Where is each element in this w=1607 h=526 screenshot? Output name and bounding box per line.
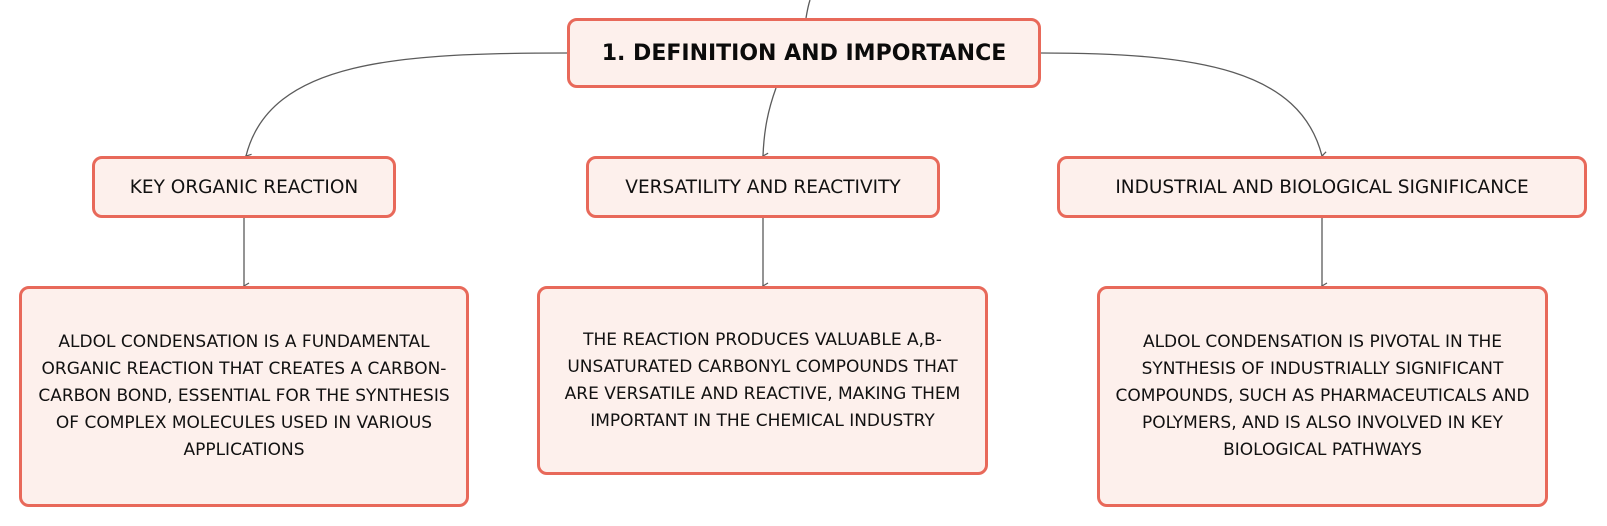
description-text: ALDOL CONDENSATION IS A FUNDAMENTAL ORGA…: [38, 332, 450, 460]
branch-node-industrial-and-biological-significance[interactable]: INDUSTRIAL AND BIOLOGICAL SIGNIFICANCE: [1057, 156, 1587, 218]
description-node-industrial-and-biological-significance[interactable]: ALDOL CONDENSATION IS PIVOTAL IN THE SYN…: [1097, 286, 1548, 507]
branch-node-key-organic-reaction[interactable]: KEY ORGANIC REACTION: [92, 156, 396, 218]
description-text: ALDOL CONDENSATION IS PIVOTAL IN THE SYN…: [1115, 332, 1530, 460]
connector-root-to-key: [244, 52, 568, 161]
connector-root-to-versatility: [761, 87, 777, 160]
root-node[interactable]: 1. DEFINITION AND IMPORTANCE: [567, 18, 1041, 88]
description-node-key-organic-reaction[interactable]: ALDOL CONDENSATION IS A FUNDAMENTAL ORGA…: [19, 286, 469, 507]
branch-node-label: VERSATILITY AND REACTIVITY: [625, 176, 901, 198]
connector-parent-to-root: [805, 0, 811, 19]
description-node-versatility-and-reactivity[interactable]: THE REACTION PRODUCES VALUABLE Α,Β-UNSAT…: [537, 286, 988, 475]
branch-node-label: INDUSTRIAL AND BIOLOGICAL SIGNIFICANCE: [1115, 176, 1529, 198]
branch-node-versatility-and-reactivity[interactable]: VERSATILITY AND REACTIVITY: [586, 156, 940, 218]
root-node-label: 1. DEFINITION AND IMPORTANCE: [601, 40, 1007, 66]
branch-node-label: KEY ORGANIC REACTION: [129, 176, 359, 198]
description-text: THE REACTION PRODUCES VALUABLE Α,Β-UNSAT…: [564, 329, 961, 431]
connector-root-to-industrial: [1040, 52, 1328, 159]
